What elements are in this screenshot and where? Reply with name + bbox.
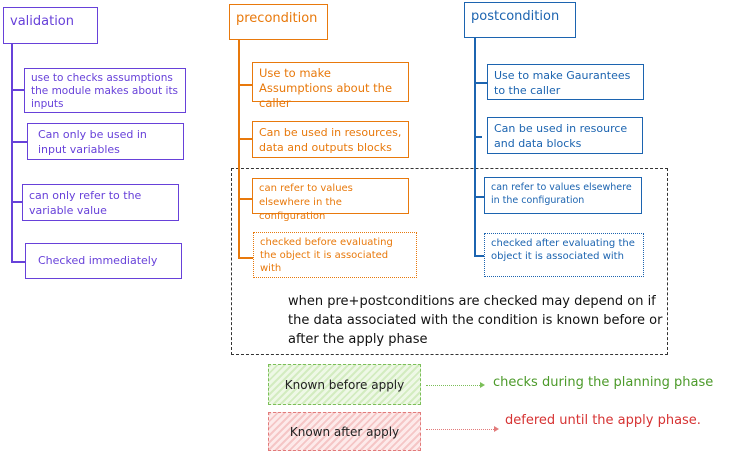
precondition-item: can refer to values elsewhere in the con…: [252, 178, 409, 222]
connector: [11, 89, 24, 91]
precondition-item: Can be used in resources, data and outpu…: [252, 121, 409, 158]
precondition-item: checked before evaluating the object it …: [253, 232, 417, 278]
connector: [238, 198, 252, 200]
connector: [238, 84, 252, 86]
postcondition-item: checked after evaluating the object it i…: [484, 233, 644, 277]
connector: [474, 136, 482, 138]
arrow-icon: [426, 382, 485, 388]
connector: [474, 196, 484, 198]
postcondition-item: can refer to values elsewhere in the con…: [484, 177, 642, 214]
postcondition-item: Can be used in resource and data blocks: [487, 117, 643, 154]
postcondition-title: postcondition: [464, 2, 576, 38]
connector: [474, 82, 487, 84]
timing-note: when pre+postconditions are checked may …: [288, 294, 663, 347]
postcondition-connector: [474, 38, 476, 256]
validation-item: can only refer to the variable value: [22, 184, 179, 221]
connector: [11, 201, 22, 203]
connector: [11, 261, 25, 263]
precondition-item: Use to make Assumptions about the caller: [252, 62, 409, 110]
known-before-apply-box: Known before apply: [268, 364, 421, 405]
postcondition-item: Use to make Gaurantees to the caller: [487, 64, 644, 100]
validation-item: Checked immediately: [25, 243, 182, 279]
validation-item: Can only be used in input variables: [27, 123, 184, 160]
arrow-icon: [426, 426, 499, 432]
planning-phase-result: checks during the planning phase: [493, 375, 714, 390]
validation-title: validation: [3, 7, 98, 44]
precondition-title: precondition: [229, 4, 328, 40]
conditions-timing-region: [231, 168, 668, 355]
connector: [11, 141, 27, 143]
validation-connector: [11, 44, 13, 262]
connector: [238, 138, 252, 140]
apply-phase-result: defered until the apply phase.: [505, 413, 701, 428]
connector: [238, 257, 253, 259]
connector: [474, 255, 484, 257]
precondition-connector: [238, 40, 240, 258]
validation-item: use to checks assumptions the module mak…: [24, 68, 186, 113]
known-after-apply-box: Known after apply: [268, 412, 421, 451]
